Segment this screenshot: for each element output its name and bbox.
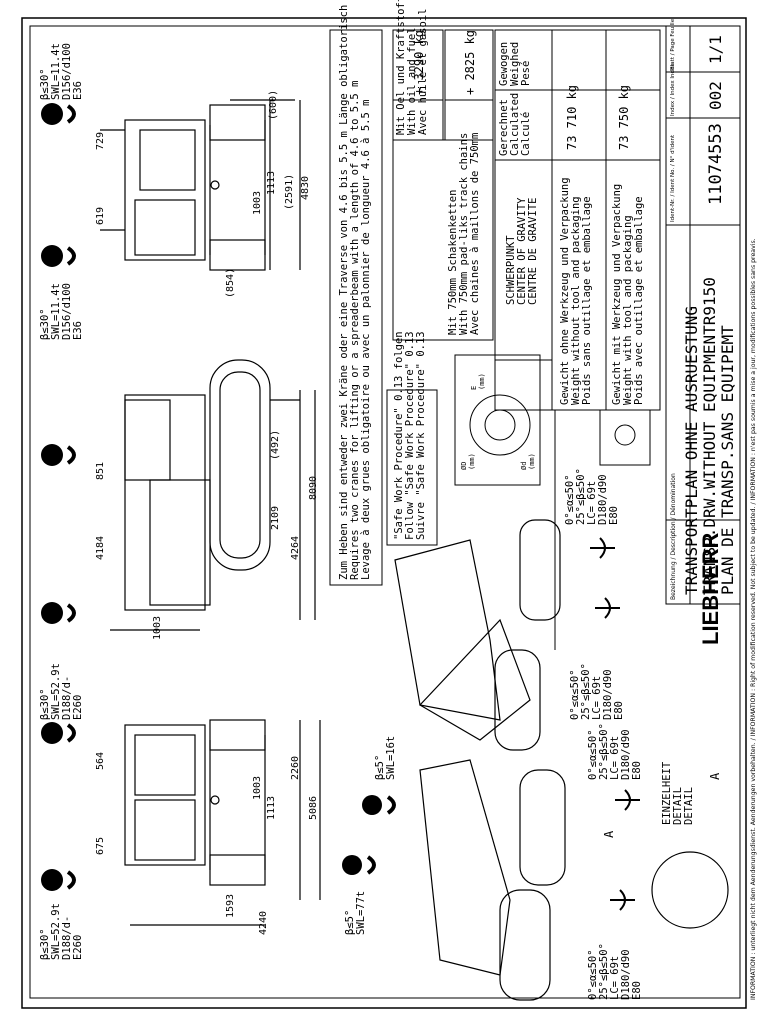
dimension-label: (854): [225, 267, 236, 298]
dimension-label: 1003: [252, 190, 263, 215]
chain-note: Mit 750mm Schakenketten With 750mm pad-l…: [447, 132, 481, 335]
dimension-label: 4240: [258, 910, 269, 935]
dimension-label: 4830: [300, 175, 311, 200]
dimension-label: 8090: [308, 475, 319, 500]
description-header: Bezeichnung / Description / Dénomination: [670, 473, 677, 600]
dimension-label: 4264: [290, 535, 301, 560]
page-value: 1/1: [706, 35, 725, 64]
weight-with-label: Gewicht mit Werkzeug und Verpackung Weig…: [611, 183, 645, 405]
shackle-dimension-label: ØD (mm): [460, 453, 476, 470]
fuel-weight: + 3290 kg: [412, 29, 426, 95]
lifting-point-label: β≤30° SWL=52.9t D188/d- E260: [39, 663, 84, 720]
lifting-point-label: β≤30° SWL=11.4t D156/d100 E36: [39, 283, 84, 340]
dimension-label: 2260: [290, 755, 301, 780]
sling-label: β≤5° SWL=77t: [344, 890, 367, 935]
weight-without-label: Gewicht ohne Werkzeug und Verpackung Wei…: [559, 177, 593, 405]
index-header: Index / Index Index: [670, 63, 676, 116]
dimension-label: 1113: [266, 170, 277, 195]
dimension-label: 1113: [266, 795, 277, 820]
shackle-label: 0°≤α≤50° 25°≤β≤50° LC= 69t D180/d90 E80: [587, 943, 643, 1000]
dimension-label: 2109: [270, 505, 281, 530]
weighed-header: Gewogen Weighed Pesé: [498, 41, 532, 86]
dimension-label: 1593: [225, 893, 236, 918]
weight-without-value: 73 710 kg: [565, 84, 579, 150]
sling-label: β≤5° SWL=16t: [374, 735, 397, 780]
dimension-label: 1003: [252, 775, 263, 800]
shackle-label: 0°≤α≤50° 25°≤β≤50° LC= 69t D180/d90 E80: [569, 663, 625, 720]
index-value: 002: [706, 81, 725, 110]
lifting-point-label: β≤30° SWL=11.4t D156/d100 E36: [39, 43, 84, 100]
dimension-label: 5086: [308, 795, 319, 820]
page-header: Blatt / Page Feuille: [670, 18, 676, 70]
dimension-label: 4184: [95, 535, 106, 560]
dimension-label: (492): [270, 429, 281, 460]
dimension-label: 1003: [152, 615, 163, 640]
liebherr-logo: LIEBHERR: [698, 532, 723, 645]
dimension-label: 729: [95, 131, 106, 150]
detail-marker: A: [602, 830, 616, 838]
chain-weight: + 2825 kg: [463, 29, 477, 95]
dimension-label: 564: [95, 751, 106, 770]
center-of-gravity-label: SCHWERPUNKT CENTER OF GRAVITY CENTRE DE …: [505, 197, 539, 305]
weight-with-value: 73 750 kg: [617, 84, 631, 150]
detail-letter: A: [708, 772, 722, 780]
calculated-header: Gerechnet Calculated Calculé: [498, 92, 532, 156]
lifting-requirement-note: Zum Heben sind entweder zwei Kräne oder …: [338, 4, 372, 580]
lifting-point-label: β≤30° SWL=52.9t D188/d- E260: [39, 903, 84, 960]
dimension-label: 675: [95, 836, 106, 855]
safe-work-procedure-note: "Safe Work Procedure" 0.13 folgen Follow…: [393, 331, 427, 540]
ident-header: Ident-Nr. / Ident No. / N° d'ident: [670, 134, 676, 222]
shackle-dimension-label: Ød (mm): [520, 453, 536, 470]
dimension-label: 851: [95, 461, 106, 480]
detail-label: EINZELHEIT DETAIL DETAIL: [661, 761, 695, 825]
dimension-label: (2591): [284, 173, 295, 210]
shackle-label: 0°≤α≤50° 25°≤β≤50° LC= 69t D180/d90 E80: [564, 468, 620, 525]
shackle-label: 0°≤α≤50° 25°≤β≤50° LC= 69t D180/d90 E80: [587, 723, 643, 780]
dimension-label: (600): [268, 89, 279, 120]
ident-number: 11074553: [706, 123, 726, 205]
dimension-label: 619: [95, 206, 106, 225]
footer-information: INFORMATION : unterliegt nicht dem Aende…: [750, 238, 757, 1000]
shackle-dimension-label: E (mm): [470, 373, 486, 390]
